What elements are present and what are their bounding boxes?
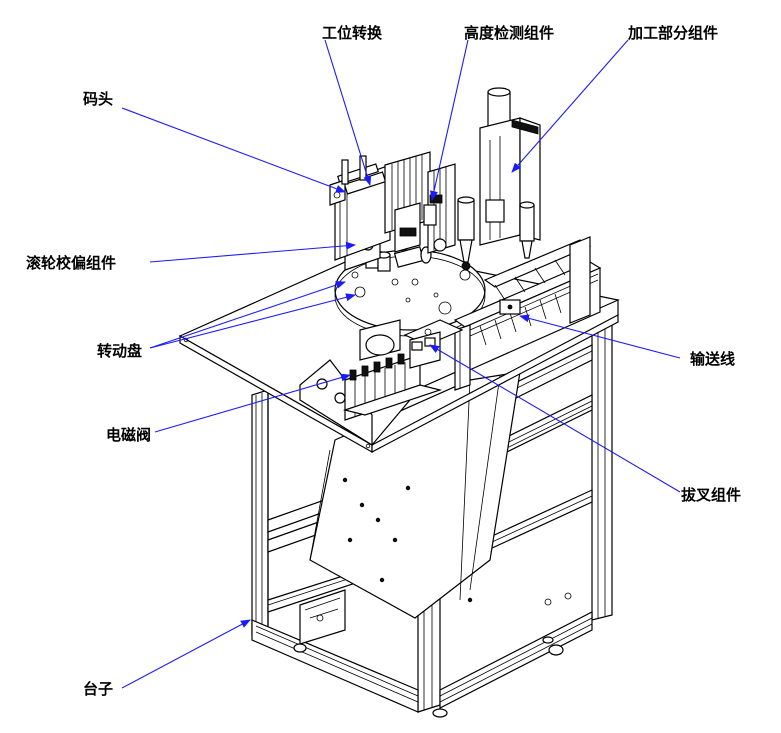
leader-zhuan-dong-pan-a [149, 281, 346, 349]
conveyor-line [453, 236, 602, 391]
leader-dian-ci [154, 373, 351, 433]
label-ma-tou: 码头 [83, 90, 113, 108]
label-zhuan-dong-pan: 转动盘 [97, 342, 142, 360]
leader-ma-tou [121, 107, 346, 193]
leader-zhuan-dong-pan-b [149, 293, 356, 349]
label-gong-wei-zhuan-huan: 工位转换 [322, 24, 383, 42]
leader-tai-zi [121, 619, 251, 689]
label-shu-song-xian: 输送线 [690, 350, 735, 368]
label-gao-du-jian-ce: 高度检测组件 [464, 24, 554, 42]
leader-bo-cha [429, 344, 681, 493]
front-panel [299, 359, 373, 447]
leader-gun-lun [149, 241, 356, 263]
height-detection-unit [423, 163, 456, 254]
solenoid-valve-bank [342, 353, 443, 421]
label-dian-ci-fa: 电磁阀 [106, 426, 151, 444]
label-tai-zi: 台子 [83, 680, 113, 698]
label-jia-gong-bu-fen: 加工部分组件 [627, 24, 718, 42]
label-gun-lun-jiao-pian: 滚轮校偏组件 [26, 254, 116, 272]
leader-jia-gong [511, 39, 629, 173]
leader-gong-wei [324, 39, 372, 186]
label-bo-cha: 拔叉组件 [681, 486, 741, 504]
processing-unit [457, 87, 541, 271]
leader-lines [121, 39, 681, 689]
leader-gao-du [430, 39, 469, 201]
dock-and-station-switch [329, 151, 431, 261]
callout-labels: 码头 工位转换 高度检测组件 加工部分组件 滚轮校偏组件 转动盘 输送线 电磁阀… [26, 24, 741, 698]
shifting-fork-unit [403, 319, 464, 369]
leader-shu-song [519, 314, 681, 359]
